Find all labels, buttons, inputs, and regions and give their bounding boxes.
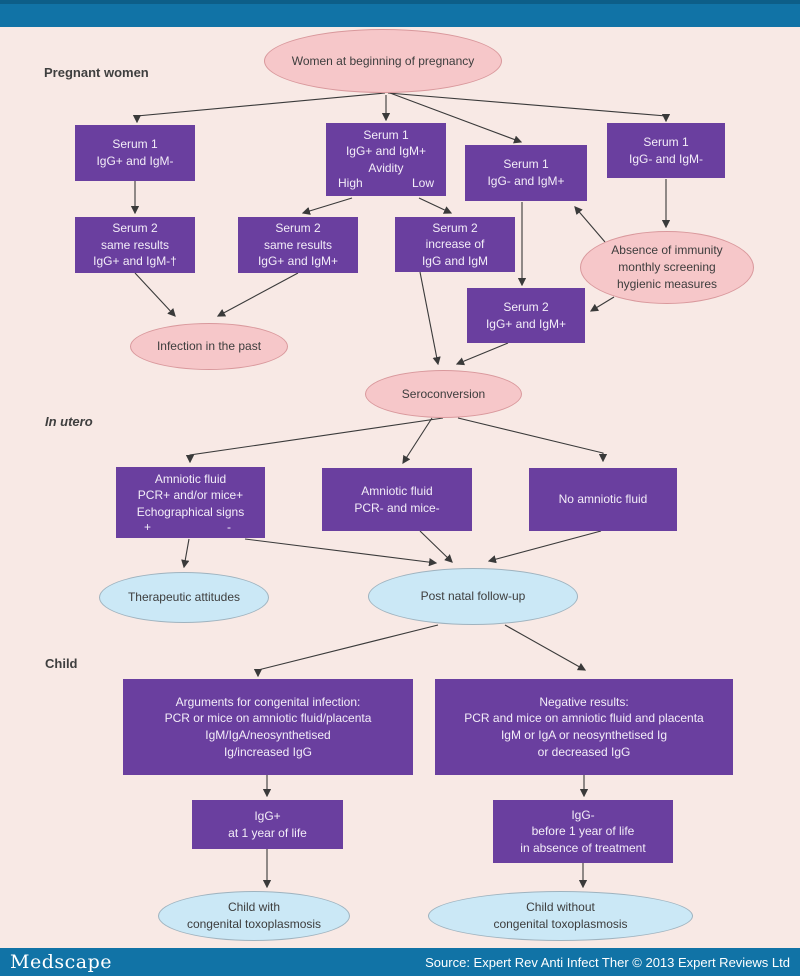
node-amniotic-fluid-positive: Amniotic fluid PCR+ and/or mice+ Echogra… — [116, 467, 265, 538]
node-text: Negative results: PCR and mice on amniot… — [464, 694, 704, 759]
node-serum1-iggpos-igmneg: Serum 1 IgG+ and IgM- — [75, 125, 195, 181]
section-label-in-utero: In utero — [45, 414, 93, 429]
node-infection-in-the-past: Infection in the past — [130, 323, 288, 370]
node-text: Amniotic fluid PCR+ and/or mice+ Echogra… — [136, 471, 245, 519]
node-serum2-same-results-igmpos: Serum 2 same results IgG+ and IgM+ — [238, 217, 358, 273]
node-text: Serum 2 increase of IgG and IgM — [421, 220, 489, 268]
node-text: Child without congenital toxoplasmosis — [493, 900, 628, 931]
node-text: Serum 1 IgG+ and IgM- — [96, 137, 174, 168]
echo-minus-label: - — [227, 520, 231, 535]
node-arguments-congenital-infection: Arguments for congenital infection: PCR … — [123, 679, 413, 775]
node-text: Post natal follow-up — [420, 589, 526, 604]
node-serum2-iggpos-igmpos: Serum 2 IgG+ and IgM+ — [467, 288, 585, 343]
node-child-with-congenital-toxoplasmosis: Child with congenital toxoplasmosis — [158, 891, 350, 941]
echo-plus-label: + — [144, 520, 152, 535]
node-text: Seroconversion — [401, 386, 486, 401]
node-text: Serum 2 IgG+ and IgM+ — [485, 299, 567, 331]
node-serum1-iggneg-igmneg: Serum 1 IgG- and IgM- — [607, 123, 725, 178]
node-text: Serum 1 IgG- and IgM+ — [487, 157, 565, 188]
section-label-pregnant-women: Pregnant women — [44, 65, 149, 80]
node-text: Women at beginning of pregnancy — [291, 53, 475, 68]
node-text: Serum 1 IgG- and IgM- — [628, 134, 704, 166]
node-no-amniotic-fluid: No amniotic fluid — [529, 468, 677, 531]
node-text: IgG+ at 1 year of life — [228, 808, 307, 840]
node-text: Serum 1 IgG+ and IgM+ Avidity — [345, 127, 427, 175]
node-text: Arguments for congenital infection: PCR … — [164, 694, 372, 759]
node-text: Infection in the past — [156, 339, 262, 354]
node-serum1-iggneg-igmpos: Serum 1 IgG- and IgM+ — [465, 145, 587, 201]
section-label-child: Child — [45, 656, 78, 671]
node-amniotic-fluid-negative: Amniotic fluid PCR- and mice- — [322, 468, 472, 531]
node-serum2-same-results-igmneg: Serum 2 same results IgG+ and IgM-† — [75, 217, 195, 273]
node-absence-of-immunity: Absence of immunity monthly screening hy… — [580, 231, 754, 304]
footer-bar: Medscape Source: Expert Rev Anti Infect … — [0, 948, 800, 976]
node-text: No amniotic fluid — [558, 492, 648, 507]
node-text: Serum 2 same results IgG+ and IgM-† — [93, 221, 177, 269]
node-post-natal-follow-up: Post natal follow-up — [368, 568, 578, 625]
node-child-without-congenital-toxoplasmosis: Child without congenital toxoplasmosis — [428, 891, 693, 941]
node-text: Serum 2 same results IgG+ and IgM+ — [257, 221, 339, 269]
node-iggpos-at-1-year: IgG+ at 1 year of life — [192, 800, 343, 849]
top-bar — [0, 0, 800, 27]
node-women-beginning-of-pregnancy: Women at beginning of pregnancy — [264, 29, 502, 93]
node-serum1-iggpos-igmpos-avidity: Serum 1 IgG+ and IgM+ Avidity High Low — [326, 123, 446, 196]
node-negative-results: Negative results: PCR and mice on amniot… — [435, 679, 733, 775]
node-seroconversion: Seroconversion — [365, 370, 522, 418]
node-text: IgG- before 1 year of life in absence of… — [520, 807, 646, 855]
node-iggneg-before-1-year: IgG- before 1 year of life in absence of… — [493, 800, 673, 863]
avidity-low-label: Low — [411, 176, 434, 191]
node-text: Absence of immunity monthly screening hy… — [611, 243, 723, 291]
node-therapeutic-attitudes: Therapeutic attitudes — [99, 572, 269, 623]
avidity-high-label: High — [338, 176, 363, 191]
node-serum2-increase: Serum 2 increase of IgG and IgM — [395, 217, 515, 272]
avidity-row: High Low — [326, 175, 446, 192]
node-text: Therapeutic attitudes — [127, 590, 241, 605]
node-text: Amniotic fluid PCR- and mice- — [354, 483, 440, 515]
echo-signs-row: + - — [116, 519, 265, 536]
medscape-logo: Medscape — [10, 951, 112, 973]
node-text: Child with congenital toxoplasmosis — [186, 900, 322, 931]
source-credit: Source: Expert Rev Anti Infect Ther © 20… — [425, 954, 790, 970]
